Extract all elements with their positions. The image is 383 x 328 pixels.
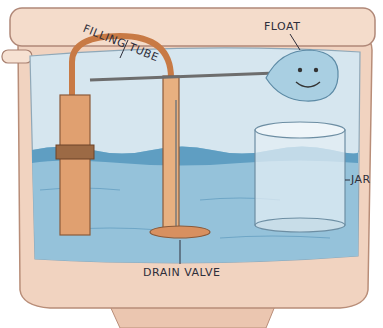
- leader-line: [290, 34, 300, 50]
- float-ball: [266, 50, 338, 101]
- cutaway: [30, 48, 360, 263]
- leader-line: [180, 240, 181, 264]
- float-smile: [296, 82, 320, 87]
- valve-band: [56, 145, 94, 159]
- jar-rim: [255, 122, 345, 138]
- flapper-chain: [175, 100, 177, 228]
- jar-bottom: [255, 218, 345, 232]
- flush-handle: [2, 50, 32, 63]
- overflow-tube: [163, 76, 179, 236]
- part-label: JAR: [351, 173, 371, 186]
- jar-body: [255, 130, 345, 225]
- leader-line: [345, 180, 350, 181]
- drain-flapper: [150, 226, 210, 238]
- part-label: DRAIN VALVE: [143, 266, 220, 279]
- tank-base: [110, 306, 275, 328]
- fill-valve: [60, 95, 90, 235]
- float-eye: [298, 68, 302, 72]
- float-eye: [314, 68, 318, 72]
- part-label: FLOAT: [264, 20, 300, 33]
- tank-lid: [10, 8, 375, 46]
- float-arm: [90, 73, 276, 80]
